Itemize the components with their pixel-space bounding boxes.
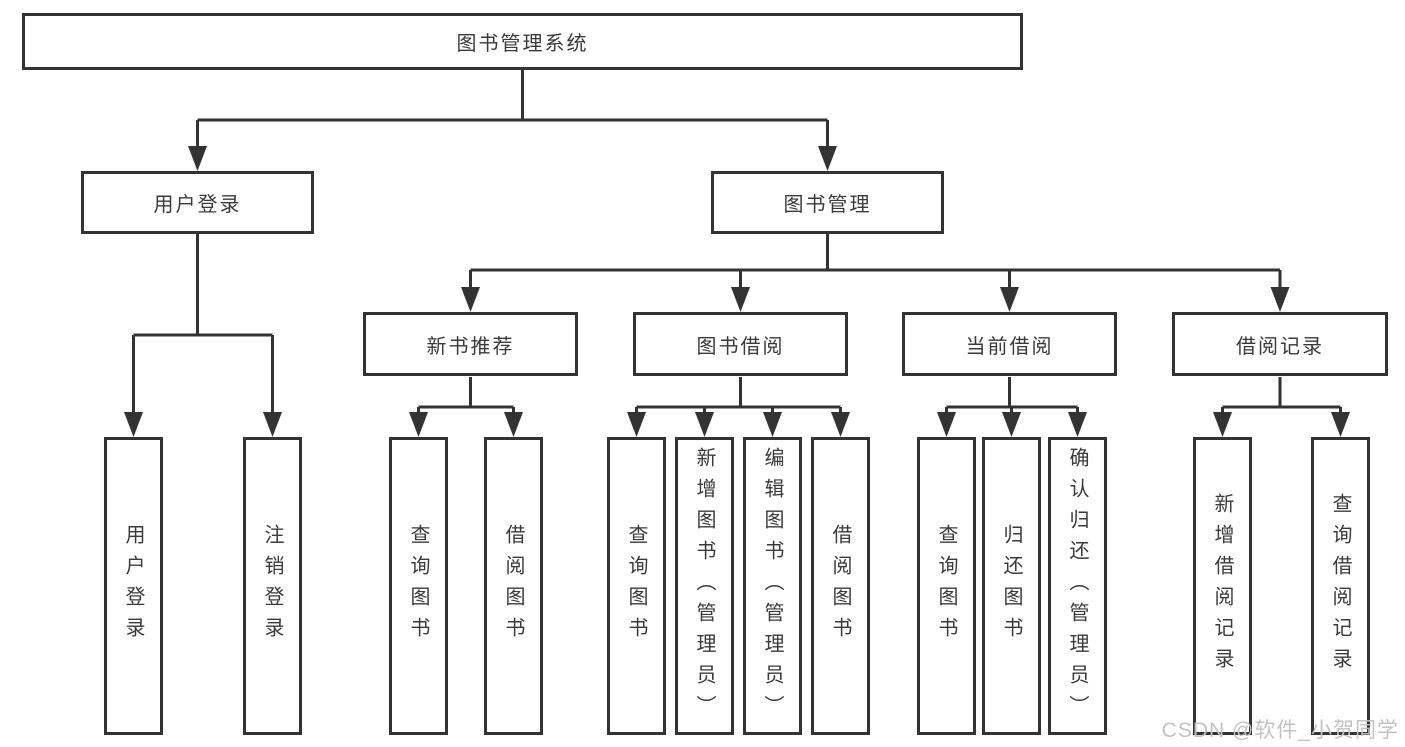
csdn-watermark: CSDN @软件_小贺同学 [1161,719,1399,742]
arrowhead [1331,412,1350,437]
leaf-logout: 注销登录 [243,437,302,735]
arrowhead [831,412,850,437]
arrowhead [1270,287,1290,312]
arrowhead [504,412,523,437]
arrowhead [124,412,143,437]
node-new-book-rec: 新书推荐 [363,312,578,376]
leaf-bb-add-books-admin: 新增图书（管理员） [675,437,734,735]
arrowhead [818,146,837,171]
arrowhead [263,412,282,437]
arrowhead [731,287,750,312]
node-book-mgmt: 图书管理 [711,171,944,234]
arrowhead [763,412,782,437]
node-user-login: 用户登录 [81,171,314,234]
arrowhead [627,412,646,437]
node-root: 图书管理系统 [22,13,1023,70]
leaf-cb-return-books: 归还图书 [982,437,1041,735]
leaf-rec-borrow-books: 借阅图书 [484,437,543,735]
leaf-bb-borrow-books: 借阅图书 [811,437,870,735]
leaf-bb-edit-books-admin: 编辑图书（管理员） [743,437,802,735]
arrowhead [461,287,480,312]
node-current-borrow: 当前借阅 [902,312,1117,376]
connector-path [132,70,1342,414]
leaf-user-login: 用户登录 [104,437,163,735]
arrowhead [1002,412,1021,437]
leaf-bb-query-books: 查询图书 [607,437,666,735]
leaf-cb-query-books: 查询图书 [917,437,976,735]
leaf-rr-add-borrow-record: 新增借阅记录 [1193,437,1252,735]
arrowhead [1213,412,1232,437]
node-book-borrow: 图书借阅 [633,312,848,376]
arrowhead [188,146,207,171]
arrowhead [1000,287,1019,312]
arrowhead [695,412,714,437]
node-borrow-records: 借阅记录 [1172,312,1388,376]
arrowhead [1068,412,1087,437]
leaf-rec-query-books: 查询图书 [389,437,448,735]
arrowhead [409,412,428,437]
leaf-cb-confirm-return-admin: 确认归还（管理员） [1048,437,1107,735]
arrowhead [937,412,956,437]
leaf-rr-query-borrow-record: 查询借阅记录 [1311,437,1370,735]
